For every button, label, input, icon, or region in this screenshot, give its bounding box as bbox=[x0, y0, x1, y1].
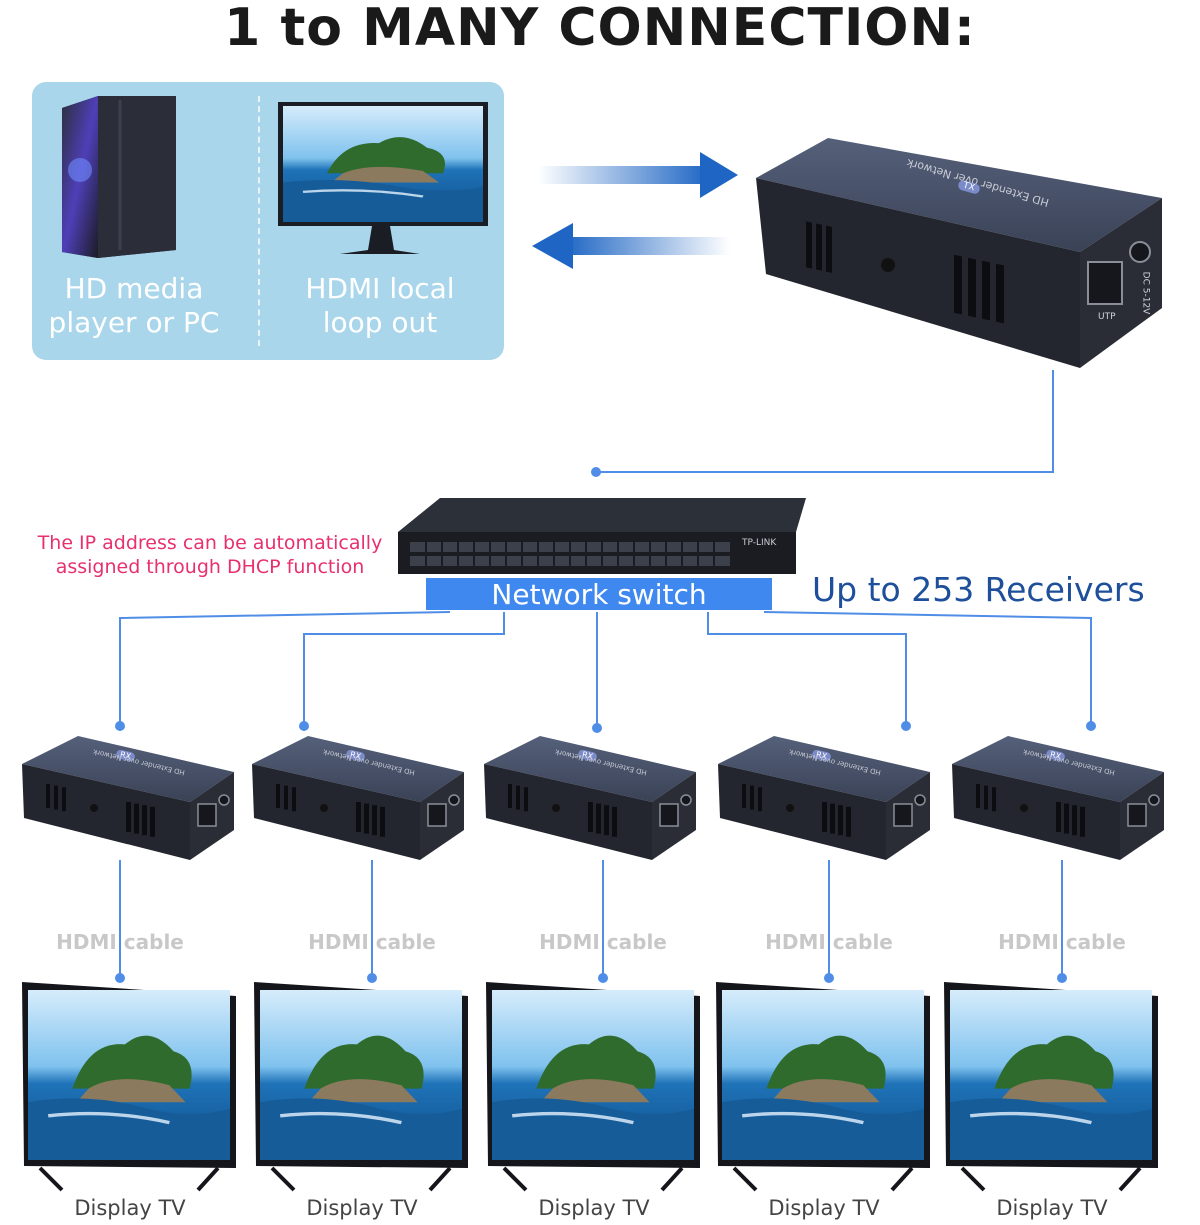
dhcp-note-line2: assigned through DHCP function bbox=[55, 556, 365, 578]
display-tv bbox=[254, 982, 468, 1192]
hdmi-cable-label: HDMI cable bbox=[539, 930, 667, 954]
tx-port-dc: DC 5-12V bbox=[1140, 271, 1151, 315]
switch-receiver-cables bbox=[119, 611, 1092, 726]
monitor-icon bbox=[278, 102, 488, 254]
hdmi-cable-label: HDMI cable bbox=[765, 930, 893, 954]
receiver-device bbox=[484, 736, 696, 860]
hdmi-cable-endpoint bbox=[1057, 973, 1067, 983]
hdmi-cable-label: HDMI cable bbox=[56, 930, 184, 954]
display-tv-label: Display TV bbox=[306, 1196, 418, 1220]
switch-label-box bbox=[426, 578, 772, 610]
display-tv bbox=[22, 982, 236, 1192]
display-tv-label: Display TV bbox=[768, 1196, 880, 1220]
signal-arrow-left bbox=[532, 223, 730, 269]
loop-out-label-line2: loop out bbox=[322, 306, 438, 339]
cable-endpoints bbox=[115, 721, 1096, 733]
hdmi-cable-label: HDMI cable bbox=[998, 930, 1126, 954]
tx-port-utp: UTP bbox=[1098, 312, 1116, 322]
signal-arrow-right bbox=[538, 152, 738, 198]
display-tv bbox=[944, 982, 1158, 1192]
tx-switch-cable bbox=[596, 370, 1054, 473]
receiver-device bbox=[22, 736, 234, 860]
pc-tower-icon bbox=[62, 96, 176, 258]
receivers-count-label: Up to 253 Receivers bbox=[812, 570, 1145, 609]
hdmi-cable-endpoint bbox=[598, 973, 608, 983]
network-switch-device bbox=[398, 498, 806, 574]
switch-brand: TP-LINK bbox=[742, 538, 777, 548]
display-tv-label: Display TV bbox=[74, 1196, 186, 1220]
display-tv-label: Display TV bbox=[996, 1196, 1108, 1220]
dhcp-note-line1: The IP address can be automatically bbox=[37, 532, 383, 554]
loop-out-label-line1: HDMI local bbox=[305, 272, 455, 305]
source-pc-label: HD media player or PC bbox=[34, 272, 234, 340]
diagram-title: 1 to MANY CONNECTION: bbox=[224, 0, 976, 58]
source-pc-label-line2: player or PC bbox=[48, 306, 220, 339]
display-tv bbox=[716, 982, 930, 1192]
hdmi-cable-endpoint bbox=[367, 973, 377, 983]
dhcp-note: The IP address can be automatically assi… bbox=[30, 531, 390, 579]
receiver-device bbox=[718, 736, 930, 860]
source-divider bbox=[258, 96, 260, 346]
source-pc-label-line1: HD media bbox=[64, 272, 204, 305]
switch-label: Network switch bbox=[491, 578, 707, 611]
receiver-device bbox=[252, 736, 464, 860]
display-tv bbox=[486, 982, 700, 1192]
display-tv-label: Display TV bbox=[538, 1196, 650, 1220]
hdmi-cable-label: HDMI cable bbox=[308, 930, 436, 954]
transmitter-device bbox=[756, 138, 1162, 368]
hdmi-cable-endpoint bbox=[115, 973, 125, 983]
receiver-device bbox=[952, 736, 1164, 860]
hdmi-cable-endpoint bbox=[824, 973, 834, 983]
loop-out-label: HDMI local loop out bbox=[270, 272, 490, 340]
